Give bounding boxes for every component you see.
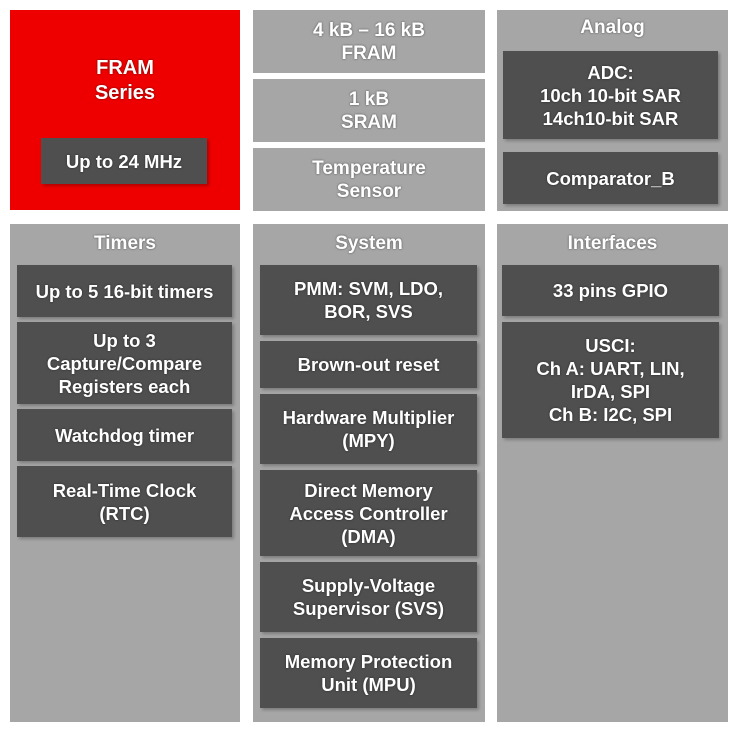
sram-block: 1 kB SRAM [253, 79, 485, 142]
system-item: Direct Memory Access Controller (DMA) [260, 470, 477, 556]
adc-block: ADC: 10ch 10-bit SAR 14ch10-bit SAR [503, 51, 718, 139]
interface-item: USCI: Ch A: UART, LIN, IrDA, SPI Ch B: I… [502, 322, 719, 438]
analog-panel: Analog ADC: 10ch 10-bit SAR 14ch10-bit S… [497, 10, 728, 211]
system-item: Brown-out reset [260, 341, 477, 388]
temperature-sensor-block: Temperature Sensor [253, 148, 485, 211]
fram-series-title: FRAM Series [94, 57, 156, 104]
system-panel: System PMM: SVM, LDO, BOR, SVS Brown-out… [253, 224, 485, 722]
timer-item: Up to 5 16-bit timers [17, 265, 232, 317]
fram-core-block: FRAM Series Up to 24 MHz [10, 10, 240, 210]
system-item: Hardware Multiplier (MPY) [260, 394, 477, 464]
interfaces-panel: Interfaces 33 pins GPIO USCI: Ch A: UART… [497, 224, 728, 722]
interface-item: 33 pins GPIO [502, 265, 719, 316]
timers-title: Timers [94, 233, 156, 254]
comparator-block: Comparator_B [503, 152, 718, 204]
timer-item: Up to 3 Capture/Compare Registers each [17, 322, 232, 404]
timer-item: Watchdog timer [17, 409, 232, 461]
system-item: Supply-Voltage Supervisor (SVS) [260, 562, 477, 632]
system-item: PMM: SVM, LDO, BOR, SVS [260, 265, 477, 335]
analog-title: Analog [580, 17, 645, 38]
interfaces-title: Interfaces [567, 233, 658, 254]
system-title: System [335, 233, 403, 254]
system-item: Memory Protection Unit (MPU) [260, 638, 477, 708]
fram-memory-block: 4 kB – 16 kB FRAM [253, 10, 485, 73]
cpu-speed-block: Up to 24 MHz [41, 138, 207, 184]
timer-item: Real-Time Clock (RTC) [17, 466, 232, 537]
timers-panel: Timers Up to 5 16-bit timers Up to 3 Cap… [10, 224, 240, 722]
